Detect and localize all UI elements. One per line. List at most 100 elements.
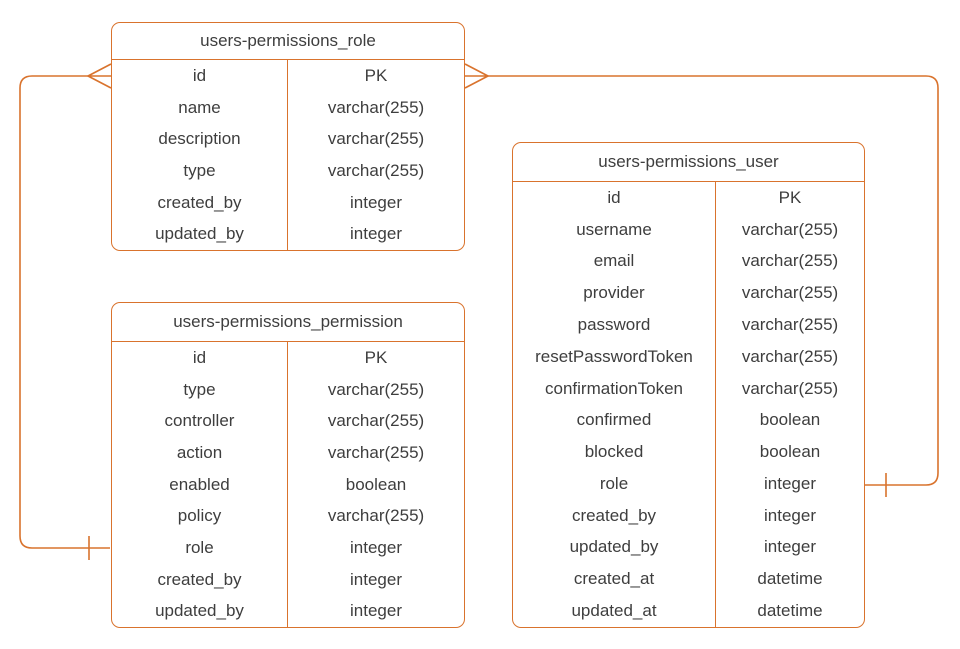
- field-type: varchar(255): [741, 283, 839, 303]
- field-name: confirmationToken: [513, 372, 716, 405]
- crows-foot-many-icon: [87, 63, 112, 89]
- table-row: type varchar(255): [112, 155, 464, 187]
- table-row: type varchar(255): [112, 373, 464, 406]
- field-name: username: [513, 213, 716, 246]
- field-name: resetPasswordToken: [513, 340, 716, 373]
- table-row: created_by integer: [112, 563, 464, 596]
- field-type: varchar(255): [327, 442, 425, 462]
- field-name: created_by: [112, 563, 288, 596]
- field-name: action: [112, 437, 288, 469]
- field-name: updated_by: [112, 218, 288, 251]
- field-type: datetime: [757, 569, 823, 589]
- field-type: varchar(255): [327, 160, 425, 180]
- table-row: id PK: [112, 342, 464, 374]
- field-type: PK: [364, 65, 388, 85]
- field-name: created_by: [513, 499, 716, 532]
- field-type: integer: [764, 473, 816, 493]
- table-row: confirmationToken varchar(255): [513, 372, 864, 405]
- field-name: name: [112, 91, 288, 124]
- field-type: varchar(255): [741, 315, 839, 335]
- table-row: role integer: [112, 532, 464, 564]
- field-name: id: [112, 60, 288, 92]
- field-type: boolean: [759, 410, 821, 430]
- field-type: integer: [764, 537, 816, 557]
- field-name: updated_at: [513, 595, 716, 627]
- entity-table-users-permissions-permission: users-permissions_permission id PK type …: [111, 302, 465, 628]
- field-type: varchar(255): [741, 346, 839, 366]
- relationship-role-permission: [19, 63, 112, 560]
- field-name: role: [513, 468, 716, 500]
- field-name: confirmed: [513, 404, 716, 437]
- table-title: users-permissions_role: [112, 23, 464, 60]
- table-row: updated_by integer: [513, 531, 864, 564]
- table-row: updated_by integer: [112, 595, 464, 628]
- field-type: varchar(255): [741, 378, 839, 398]
- field-type: PK: [364, 347, 388, 367]
- field-name: blocked: [513, 436, 716, 469]
- table-row: action varchar(255): [112, 437, 464, 469]
- field-name: controller: [112, 405, 288, 438]
- entity-table-users-permissions-role: users-permissions_role id PK name varcha…: [111, 22, 465, 251]
- field-type: integer: [350, 192, 402, 212]
- table-row: created_by integer: [513, 499, 864, 532]
- field-name: updated_by: [112, 595, 288, 628]
- entity-table-users-permissions-user: users-permissions_user id PK username va…: [512, 142, 865, 628]
- field-type: integer: [350, 537, 402, 557]
- table-row: updated_by integer: [112, 218, 464, 251]
- field-type: PK: [778, 187, 802, 207]
- relationship-line: [488, 75, 939, 486]
- field-type: varchar(255): [327, 506, 425, 526]
- field-name: updated_by: [513, 531, 716, 564]
- table-row: role integer: [513, 468, 864, 500]
- field-name: type: [112, 155, 288, 187]
- table-row: resetPasswordToken varchar(255): [513, 340, 864, 373]
- field-type: varchar(255): [741, 219, 839, 239]
- field-type: integer: [350, 601, 402, 621]
- field-type: varchar(255): [327, 379, 425, 399]
- table-row: username varchar(255): [513, 213, 864, 246]
- table-row: description varchar(255): [112, 123, 464, 156]
- table-row: created_at datetime: [513, 563, 864, 596]
- table-rows: id PK type varchar(255) controller varch…: [112, 342, 464, 628]
- table-row: name varchar(255): [112, 91, 464, 124]
- table-row: confirmed boolean: [513, 404, 864, 437]
- table-row: provider varchar(255): [513, 277, 864, 310]
- field-name: policy: [112, 500, 288, 533]
- field-type: boolean: [759, 442, 821, 462]
- field-name: password: [513, 309, 716, 341]
- table-row: updated_at datetime: [513, 595, 864, 627]
- table-row: created_by integer: [112, 186, 464, 219]
- field-type: varchar(255): [327, 411, 425, 431]
- crows-foot-many-icon: [464, 63, 489, 89]
- table-rows: id PK username varchar(255) email varcha…: [513, 182, 864, 627]
- field-type: integer: [764, 505, 816, 525]
- field-name: email: [513, 245, 716, 278]
- table-row: email varchar(255): [513, 245, 864, 278]
- field-name: role: [112, 532, 288, 564]
- table-row: password varchar(255): [513, 309, 864, 341]
- relationship-line: [19, 75, 110, 549]
- table-row: policy varchar(255): [112, 500, 464, 533]
- field-name: type: [112, 373, 288, 406]
- field-name: created_by: [112, 186, 288, 219]
- field-name: created_at: [513, 563, 716, 596]
- table-row: blocked boolean: [513, 436, 864, 469]
- table-row: controller varchar(255): [112, 405, 464, 438]
- field-name: description: [112, 123, 288, 156]
- table-row: id PK: [112, 60, 464, 92]
- table-title: users-permissions_permission: [112, 303, 464, 342]
- table-row: id PK: [513, 182, 864, 214]
- field-name: id: [112, 342, 288, 374]
- relationship-role-user: [464, 63, 939, 497]
- field-type: integer: [350, 569, 402, 589]
- field-type: varchar(255): [327, 129, 425, 149]
- field-type: datetime: [757, 601, 823, 621]
- table-row: enabled boolean: [112, 468, 464, 501]
- field-name: provider: [513, 277, 716, 310]
- field-type: varchar(255): [327, 97, 425, 117]
- field-type: varchar(255): [741, 251, 839, 271]
- field-name: enabled: [112, 468, 288, 501]
- field-type: integer: [350, 224, 402, 244]
- table-title: users-permissions_user: [513, 143, 864, 182]
